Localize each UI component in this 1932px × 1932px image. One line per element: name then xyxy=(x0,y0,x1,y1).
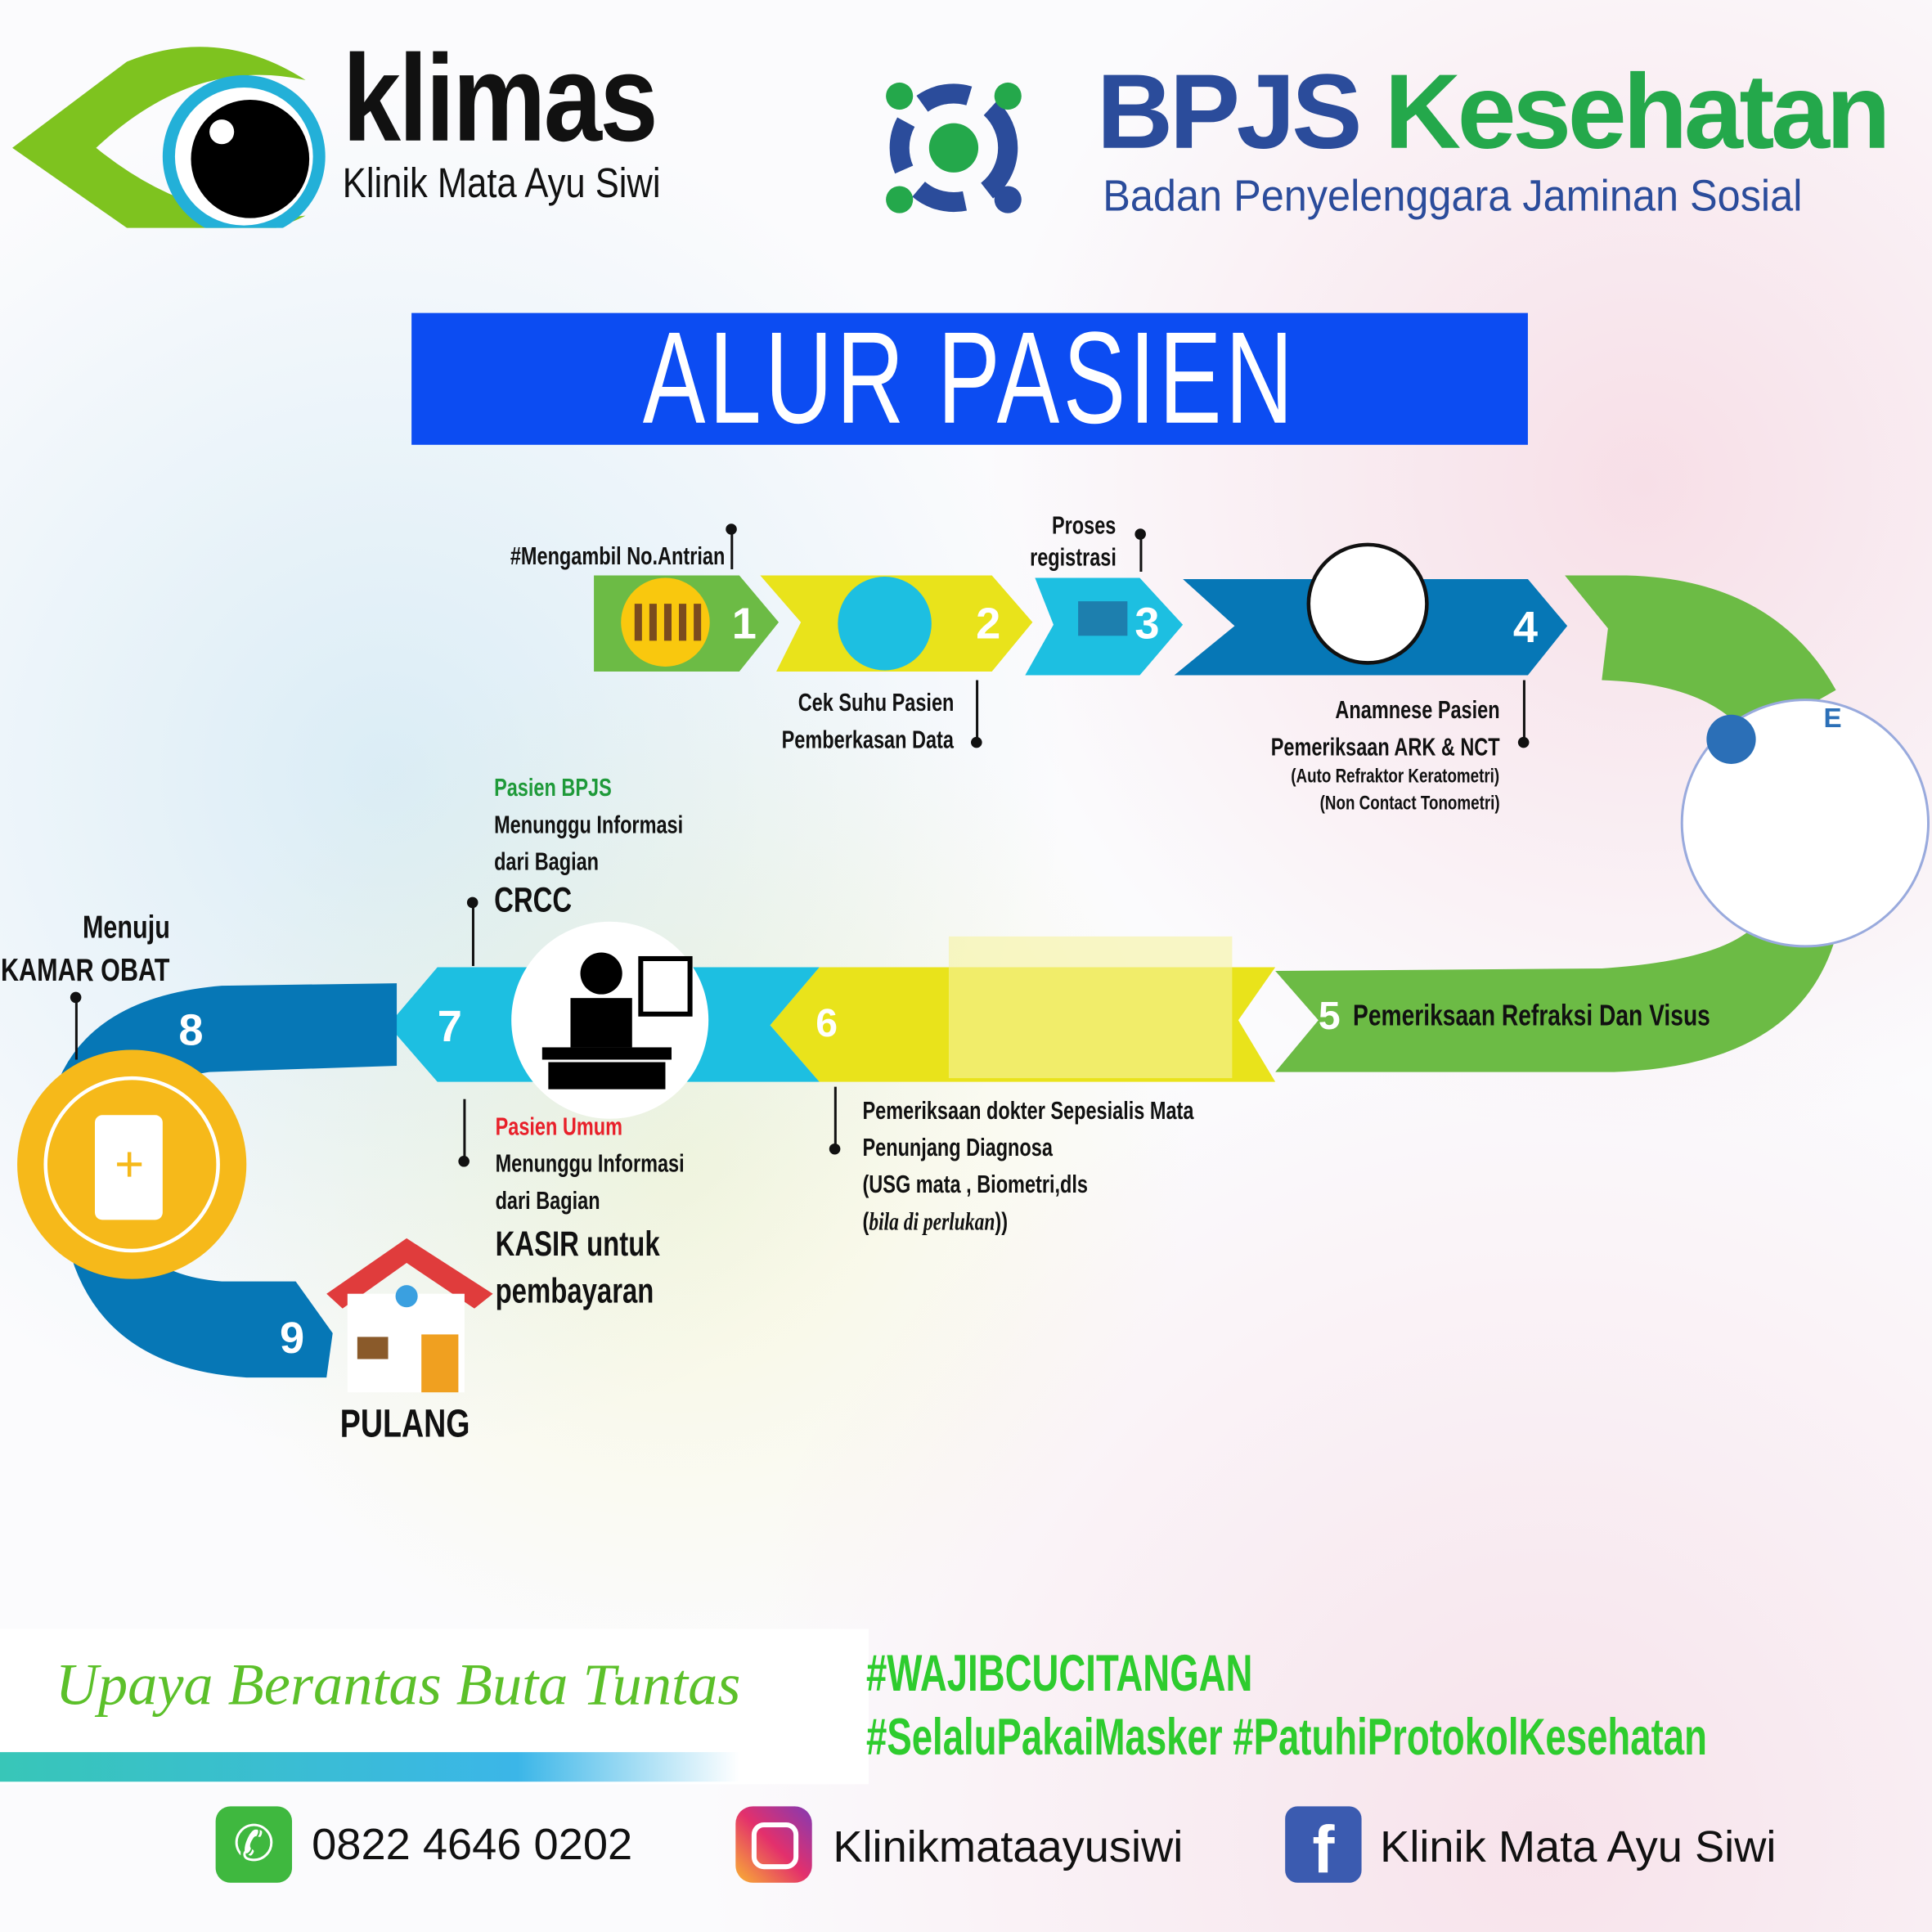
step-7-bpjs-line1: Menunggu Informasi xyxy=(494,811,684,839)
connector-dot xyxy=(1517,736,1530,748)
connector-dot xyxy=(458,1156,470,1167)
step-7-umum-line4: pembayaran xyxy=(495,1271,654,1310)
step-9-label: PULANG xyxy=(339,1400,470,1446)
connector-line xyxy=(463,1099,466,1159)
bpjs-subtitle: Badan Penyelenggara Jaminan Sosial xyxy=(1103,169,1803,221)
hashtag-line2: #SelaluPakaiMasker #PatuhiProtokolKeseha… xyxy=(865,1707,1707,1766)
whatsapp-number: 0822 4646 0202 xyxy=(312,1818,633,1870)
step-6-number: 6 xyxy=(815,1000,838,1045)
step-7-umum-title: Pasien Umum xyxy=(495,1113,622,1141)
bpjs-emblem-icon xyxy=(886,82,1022,213)
step-6-label-line2: Penunjang Diagnosa xyxy=(862,1134,1053,1162)
title-banner: ALUR PASIEN xyxy=(411,305,1528,452)
step-4-label-line4: (Non Contact Tonometri) xyxy=(1319,793,1500,815)
connector-line xyxy=(471,901,474,967)
connector-dot xyxy=(726,523,737,535)
step-7-umum-line3: KASIR untuk xyxy=(495,1224,660,1264)
temperature-check-icon xyxy=(838,576,932,671)
bpjs-name: BPJS Kesehatan xyxy=(1096,52,1891,173)
step-5-arrow xyxy=(1275,930,1836,1072)
step-2-label-line2: Pemberkasan Data xyxy=(781,726,954,754)
step-3-label-line1: Proses xyxy=(1052,512,1117,540)
whatsapp-icon: ✆ xyxy=(215,1806,293,1883)
step-2-label-line1: Cek Suhu Pasien xyxy=(798,690,954,717)
connector-dot xyxy=(70,991,82,1004)
slogan-underline xyxy=(0,1752,739,1782)
connector-dot xyxy=(829,1143,841,1155)
step-7-bpjs-line3: CRCC xyxy=(494,881,573,919)
step-5-number: 5 xyxy=(1318,993,1341,1038)
connector-dot xyxy=(1134,528,1146,540)
klimas-logo: klimas Klinik Mata Ayu Siwi xyxy=(10,29,737,228)
step-5-label: Pemeriksaan Refraksi Dan Visus xyxy=(1353,999,1710,1033)
eye-logo-icon xyxy=(12,47,326,228)
step-4-label-line3: (Auto Refraktor Keratometri) xyxy=(1291,766,1500,788)
facebook-icon: f xyxy=(1285,1806,1362,1888)
connector-line xyxy=(1139,537,1143,572)
klimas-subtitle: Klinik Mata Ayu Siwi xyxy=(342,160,661,208)
connector-line xyxy=(833,1086,837,1146)
connector-line xyxy=(1522,680,1525,739)
step-3-label-line2: registrasi xyxy=(1029,544,1117,572)
ark-nct-exam-icon xyxy=(1306,542,1429,665)
step-4-label-line1: Anamnese Pasien xyxy=(1335,697,1500,725)
step-7-number: 7 xyxy=(437,1000,462,1051)
paren-close: )) xyxy=(995,1208,1009,1236)
connector-line xyxy=(976,680,979,739)
step-9-number: 9 xyxy=(279,1312,305,1364)
refraction-exam-icon xyxy=(1680,699,1930,948)
registration-laptop-icon xyxy=(1078,601,1128,636)
step-6-label-line4: (bila di perlukan)) xyxy=(862,1204,1008,1241)
step-6-optional-note: bila di perlukan xyxy=(869,1208,995,1236)
step-8-curve xyxy=(49,983,398,1146)
step-7-bpjs-line2: dari Bagian xyxy=(494,848,600,877)
klimas-name: klimas xyxy=(342,29,658,168)
step-2-number: 2 xyxy=(976,597,1001,649)
step-4-number: 4 xyxy=(1512,601,1539,652)
step-7-umum-line2: dari Bagian xyxy=(495,1188,600,1215)
step-6-label-line3: (USG mata , Biometri,dls xyxy=(862,1171,1089,1199)
step-4-label-line2: Pemeriksaan ARK & NCT xyxy=(1270,734,1500,762)
step-3-number: 3 xyxy=(1134,597,1160,649)
paren-open: ( xyxy=(862,1208,869,1236)
connector-dot xyxy=(971,736,982,748)
step-7-umum-line1: Menunggu Informasi xyxy=(495,1150,685,1179)
step-7-bpjs-title: Pasien BPJS xyxy=(494,775,612,802)
step-8-label-line1: Menuju xyxy=(82,908,170,946)
bpjs-name-part1: BPJS xyxy=(1096,52,1363,172)
step-5-curve xyxy=(1565,575,1836,739)
hashtag-line1: #WAJIBCUCITANGAN xyxy=(865,1643,1253,1702)
step-8-number: 8 xyxy=(178,1004,204,1055)
step-6-label-line1: Pemeriksaan dokter Sepesialis Mata xyxy=(862,1098,1194,1126)
slogan-banner: Upaya Berantas Buta Tuntas xyxy=(0,1629,869,1785)
svg-text:E: E xyxy=(1823,703,1841,734)
connector-line xyxy=(74,998,78,1060)
instagram-icon xyxy=(735,1806,812,1883)
home-icon xyxy=(326,1238,493,1393)
connector-line xyxy=(730,532,734,569)
slogan-text: Upaya Berantas Buta Tuntas xyxy=(55,1652,741,1718)
step-1-number: 1 xyxy=(731,597,757,649)
instagram-handle: Klinikmataayusiwi xyxy=(833,1821,1184,1872)
page-title: ALUR PASIEN xyxy=(642,305,1297,452)
facebook-name: Klinik Mata Ayu Siwi xyxy=(1380,1821,1777,1872)
step-1-label: #Mengambil No.Antrian xyxy=(510,543,725,571)
specialist-exam-icon xyxy=(948,936,1233,1079)
bpjs-name-part2: Kesehatan xyxy=(1384,52,1891,172)
step-8-label-line2: KAMAR OBAT xyxy=(1,950,170,989)
